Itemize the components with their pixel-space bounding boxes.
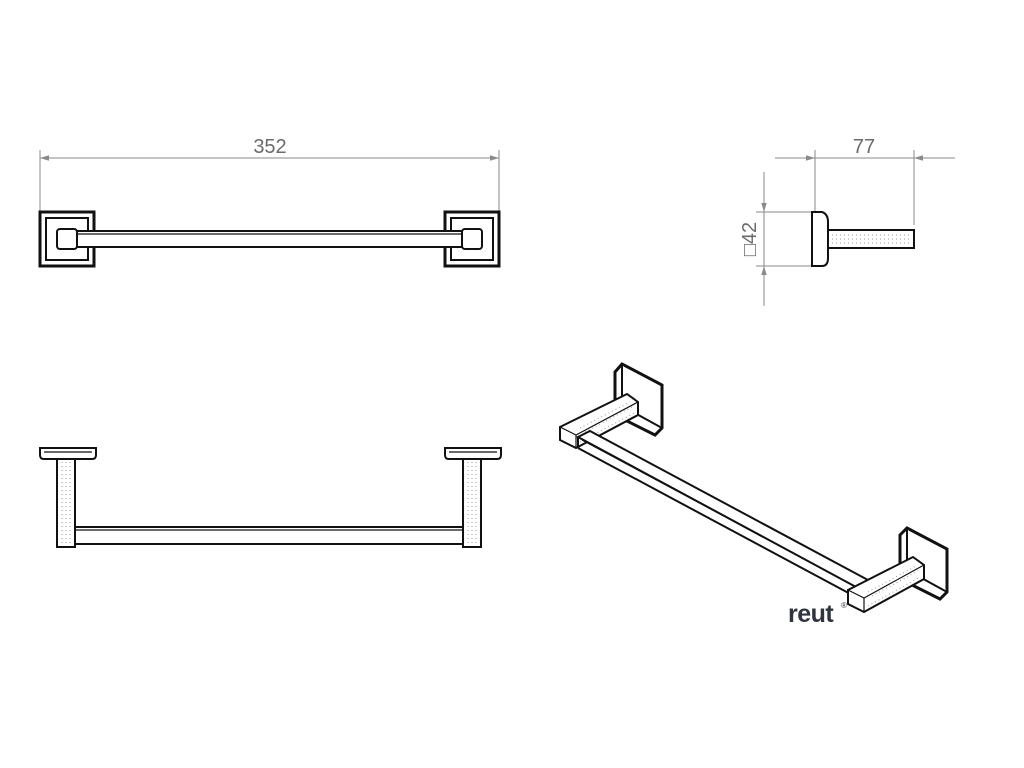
- top-bar: [74, 526, 464, 545]
- iso-front-arm: [847, 555, 925, 614]
- top-right-arm: [462, 458, 482, 548]
- base-dimension-label: □42: [739, 222, 761, 256]
- top-view: [39, 447, 502, 548]
- registered-mark: ®: [841, 601, 847, 610]
- depth-dimension: 77: [775, 136, 955, 225]
- top-left-arm: [56, 458, 76, 548]
- iso-bar: [575, 429, 871, 598]
- isometric-view: [559, 362, 949, 614]
- front-bar: [76, 230, 463, 248]
- top-left-base: [39, 447, 97, 460]
- iso-rear-arm: [559, 392, 639, 450]
- right-base-plate: [443, 210, 501, 268]
- brand-name: reut: [788, 600, 834, 628]
- side-profile: [811, 211, 915, 267]
- length-dimension-label: 352: [253, 136, 286, 158]
- brand-logo: reut ®: [788, 600, 847, 628]
- base-dimension: □42: [739, 172, 812, 306]
- top-right-base: [444, 447, 502, 460]
- depth-dimension-label: 77: [853, 136, 875, 158]
- front-view: 352: [38, 136, 501, 268]
- length-dimension: 352: [39, 136, 500, 212]
- side-view: 77 □42: [739, 136, 955, 306]
